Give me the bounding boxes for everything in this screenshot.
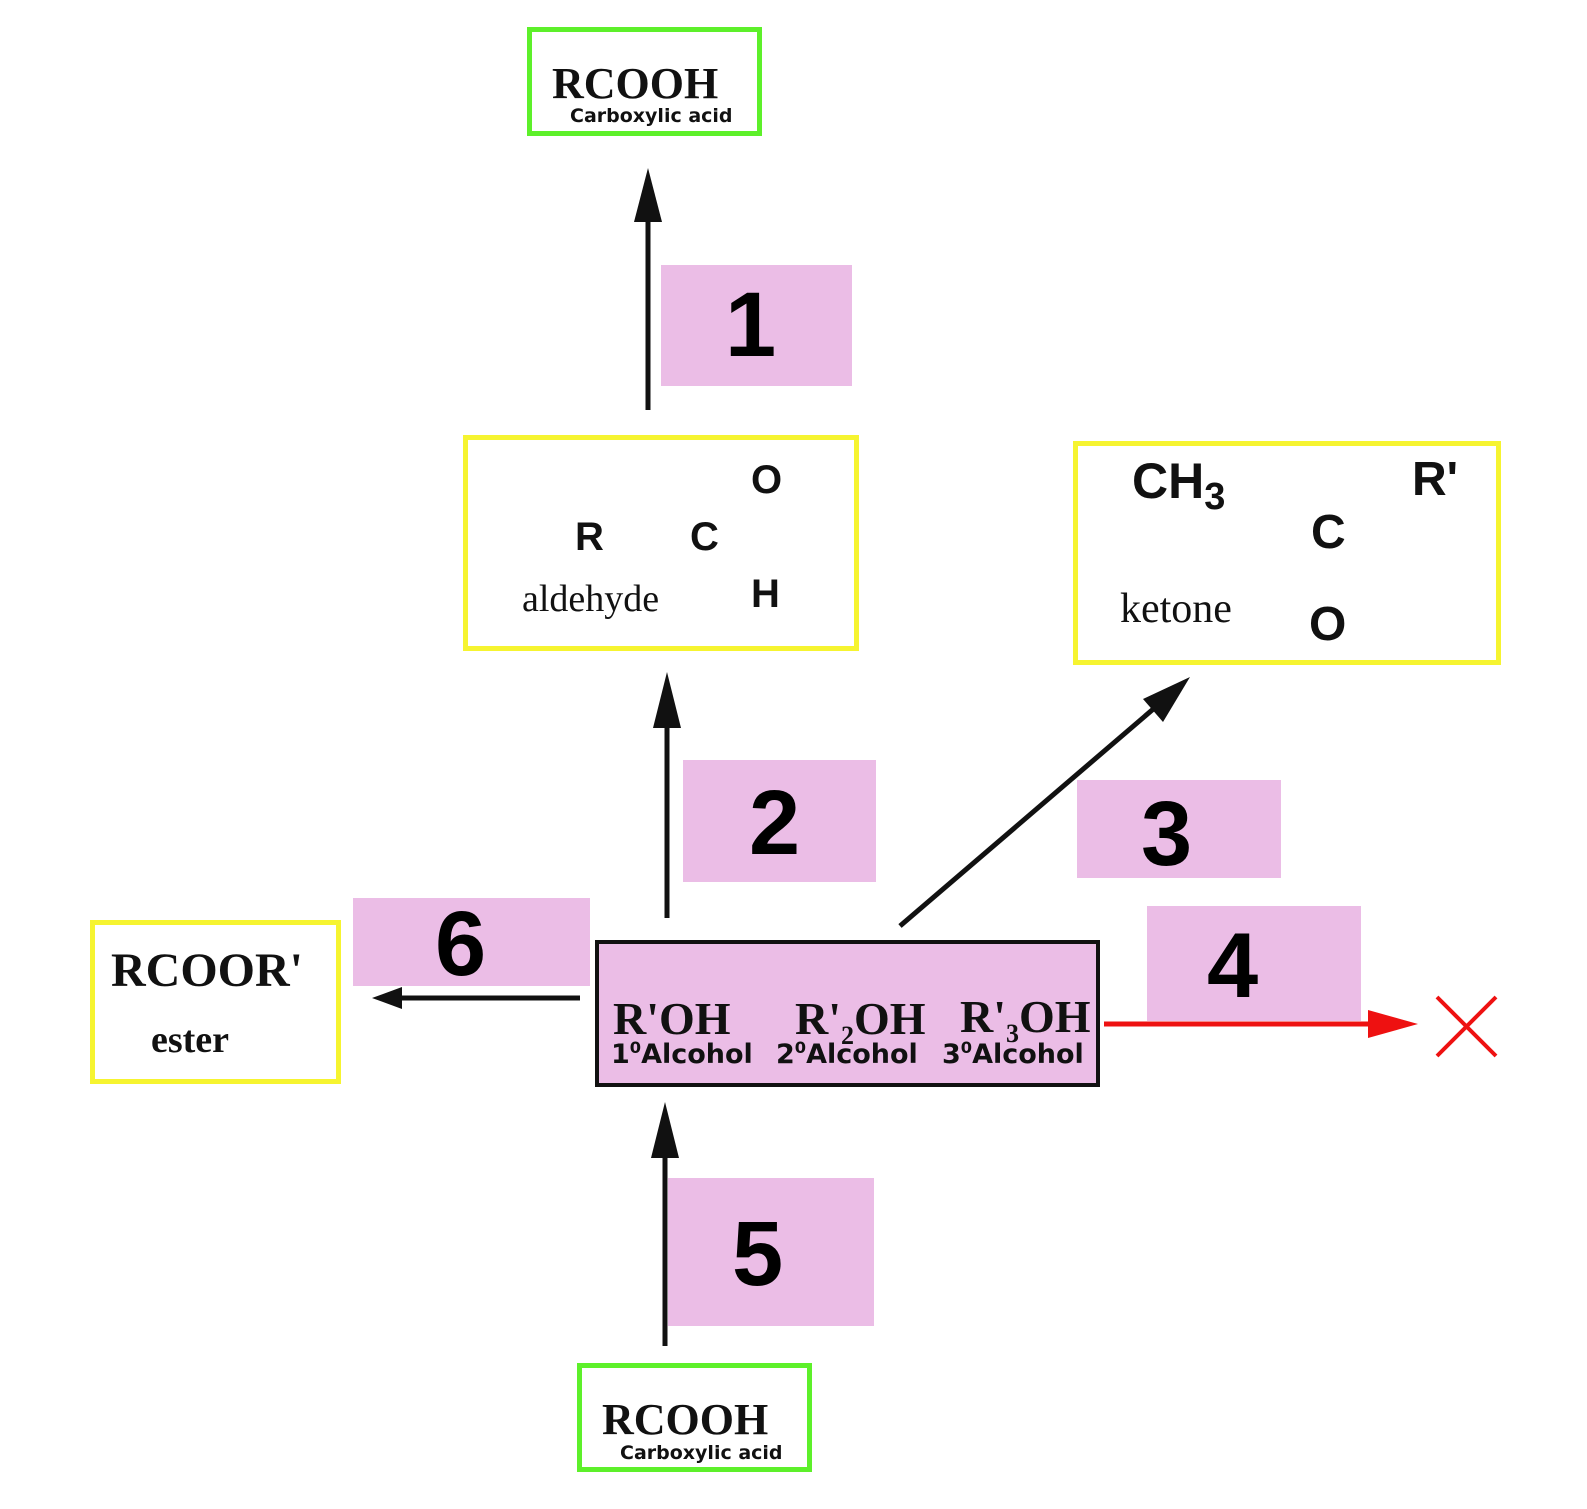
primary-alcohol-text: Alcohol (641, 1039, 753, 1070)
step-number-1: 1 (725, 274, 777, 376)
top-carboxylic-acid-box: RCOOH Carboxylic acid (527, 27, 762, 136)
primary-alcohol-label: 10Alcohol (611, 1038, 753, 1070)
primary-alcohol-degree-sign: 0 (629, 1038, 642, 1057)
aldehyde-c-atom: C (690, 515, 719, 559)
tertiary-alcohol-text: Alcohol (972, 1039, 1084, 1070)
primary-alcohol-formula: R'OH (613, 996, 731, 1042)
aldehyde-h-atom: H (751, 572, 780, 616)
tertiary-alcohol-formula: R'3OH (960, 994, 1091, 1047)
arrow-step-2 (653, 672, 681, 918)
ester-formula: RCOOR' (111, 944, 303, 997)
cross-icon (1435, 995, 1498, 1058)
secondary-alcohol-oh: OH (854, 993, 926, 1044)
arrow-step-3 (898, 677, 1190, 928)
secondary-alcohol-degree-sign: 0 (794, 1038, 807, 1057)
aldehyde-box (463, 435, 859, 651)
arrow-step-4 (1104, 1010, 1418, 1038)
step-label-2: 2 (683, 760, 876, 882)
step-number-6: 6 (435, 893, 487, 995)
alcohol-box: R'OH 10Alcohol R'2OH 20Alcohol R'3OH 30A… (595, 940, 1100, 1087)
step-label-1: 1 (661, 265, 852, 386)
step-label-5: 5 (668, 1178, 874, 1326)
ketone-ch3-label: CH (1132, 453, 1205, 509)
tertiary-alcohol-oh: OH (1019, 991, 1091, 1042)
primary-alcohol-formula-text: R'OH (613, 993, 731, 1044)
arrow-step-6 (372, 987, 580, 1009)
tertiary-alcohol-r: R' (960, 991, 1006, 1042)
step-number-3: 3 (1141, 783, 1193, 885)
step-number-5: 5 (732, 1203, 784, 1305)
ketone-name: ketone (1120, 586, 1232, 632)
secondary-alcohol-formula: R'2OH (795, 996, 926, 1049)
ester-box: RCOOR' ester (90, 920, 341, 1084)
primary-alcohol-degree-num: 1 (611, 1039, 630, 1070)
arrow-step-5 (651, 1102, 679, 1346)
step-label-3: 3 (1077, 780, 1281, 885)
ketone-box (1073, 441, 1501, 665)
ketone-c-atom: C (1311, 506, 1346, 559)
ketone-r-prime: R' (1412, 453, 1459, 506)
ketone-ch3-group: CH3 (1132, 456, 1225, 516)
tertiary-alcohol-label: 30Alcohol (942, 1038, 1084, 1070)
aldehyde-r-atom: R (575, 515, 604, 559)
top-acid-name: Carboxylic acid (570, 105, 733, 127)
ketone-ch3-subscript: 3 (1204, 476, 1226, 518)
step-label-4: 4 (1147, 906, 1361, 1021)
tertiary-alcohol-degree-sign: 0 (960, 1038, 973, 1057)
step-number-2: 2 (749, 772, 801, 874)
step-number-4: 4 (1207, 915, 1259, 1017)
secondary-alcohol-label: 20Alcohol (776, 1038, 918, 1070)
bottom-acid-name: Carboxylic acid (620, 1442, 783, 1464)
tertiary-alcohol-degree-num: 3 (942, 1039, 961, 1070)
top-acid-formula: RCOOH (552, 59, 719, 108)
secondary-alcohol-r: R' (795, 993, 841, 1044)
secondary-alcohol-degree-num: 2 (776, 1039, 795, 1070)
secondary-alcohol-subscript: 2 (841, 1021, 854, 1051)
tertiary-alcohol-subscript: 3 (1006, 1019, 1019, 1049)
ketone-o-atom: O (1309, 598, 1347, 651)
secondary-alcohol-text: Alcohol (806, 1039, 918, 1070)
step-label-6: 6 (353, 898, 590, 990)
arrow-step-1 (634, 168, 662, 410)
ester-name: ester (151, 1019, 230, 1061)
bottom-acid-formula: RCOOH (602, 1395, 769, 1444)
aldehyde-o-atom: O (751, 458, 783, 502)
aldehyde-name: aldehyde (522, 578, 660, 620)
bottom-carboxylic-acid-box: RCOOH Carboxylic acid (577, 1363, 812, 1472)
